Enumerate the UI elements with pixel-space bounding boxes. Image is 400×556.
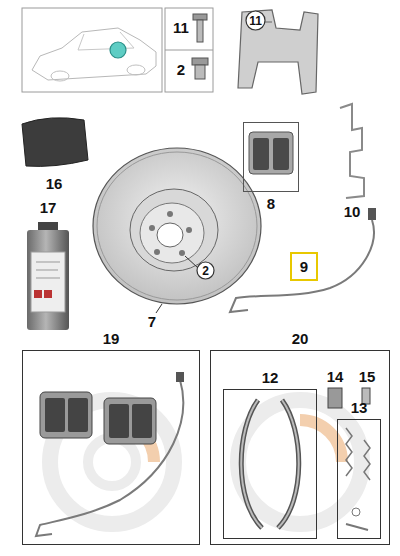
wear-sensor: [230, 208, 376, 312]
callout-number: 2: [177, 61, 185, 79]
callout-number: 14: [327, 368, 344, 386]
callout-number: 12: [224, 369, 316, 387]
highlight-box: 9: [290, 252, 318, 281]
callout-number: 20: [211, 330, 389, 348]
callout-number: 2: [202, 264, 209, 278]
brake-disc: [93, 148, 261, 313]
callout-number: 13: [338, 399, 380, 417]
spray-can: [27, 222, 69, 330]
callout-number: 8: [244, 195, 298, 213]
part-box: 12: [223, 389, 317, 539]
grease-pouch: [22, 118, 88, 167]
parking-brake-illustration: [238, 388, 370, 530]
callout-number: 16: [46, 175, 63, 193]
callout-number: 11: [173, 19, 189, 37]
caliper-bracket: [238, 10, 318, 94]
car-thumbnail: [22, 8, 162, 92]
callout-number: 9: [300, 258, 308, 276]
spring-clip: [340, 104, 364, 198]
callout-number: 7: [148, 313, 156, 331]
brake-pad: [249, 132, 293, 174]
callout-number: 11: [249, 14, 262, 28]
callout-number: 10: [344, 203, 361, 221]
callout-number: 17: [40, 199, 57, 217]
callout-number: 19: [23, 330, 199, 348]
callout-number: 15: [359, 368, 376, 386]
group-box: 19: [22, 350, 200, 545]
part-box: 8: [243, 122, 299, 192]
callout-circle: 11: [245, 10, 266, 31]
brake-kit-illustration: [36, 372, 184, 536]
callout-circle: 2: [196, 261, 215, 280]
part-box: 13: [337, 419, 381, 539]
parts-table: [165, 8, 213, 92]
